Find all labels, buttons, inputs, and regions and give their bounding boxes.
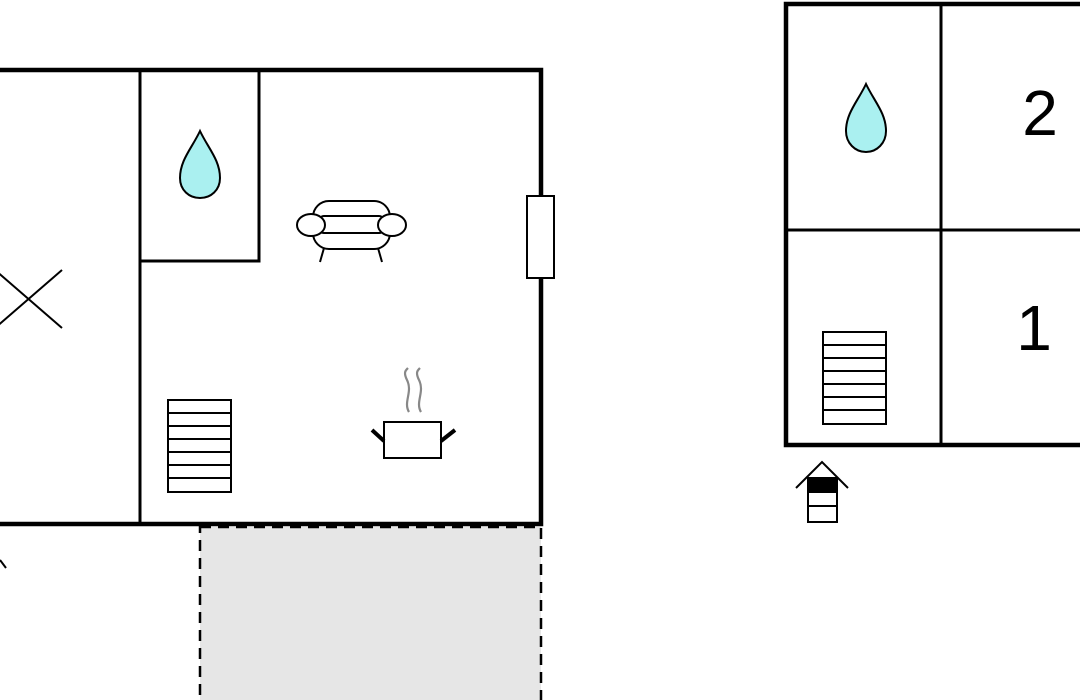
room-label-1: 1 — [1016, 292, 1052, 364]
entrance-house-icon — [795, 460, 849, 523]
terrace-area — [198, 525, 543, 700]
bathroom-icon — [178, 128, 222, 200]
cooking-pot-icon — [370, 367, 457, 459]
sofa-icon — [296, 200, 407, 263]
ground-floor-outer-wall — [0, 67, 544, 527]
bathroom-wall — [140, 70, 261, 263]
bed-cross-icon — [0, 269, 63, 329]
window — [526, 195, 555, 279]
ground-floor-plan — [0, 67, 555, 700]
upper-floor-plan: 2 1 — [783, 1, 1080, 523]
staircase-icon — [167, 399, 232, 493]
bathroom-icon — [844, 81, 888, 154]
room-label-2: 2 — [1022, 77, 1058, 149]
door-mark — [0, 559, 7, 569]
staircase-icon — [822, 331, 887, 425]
